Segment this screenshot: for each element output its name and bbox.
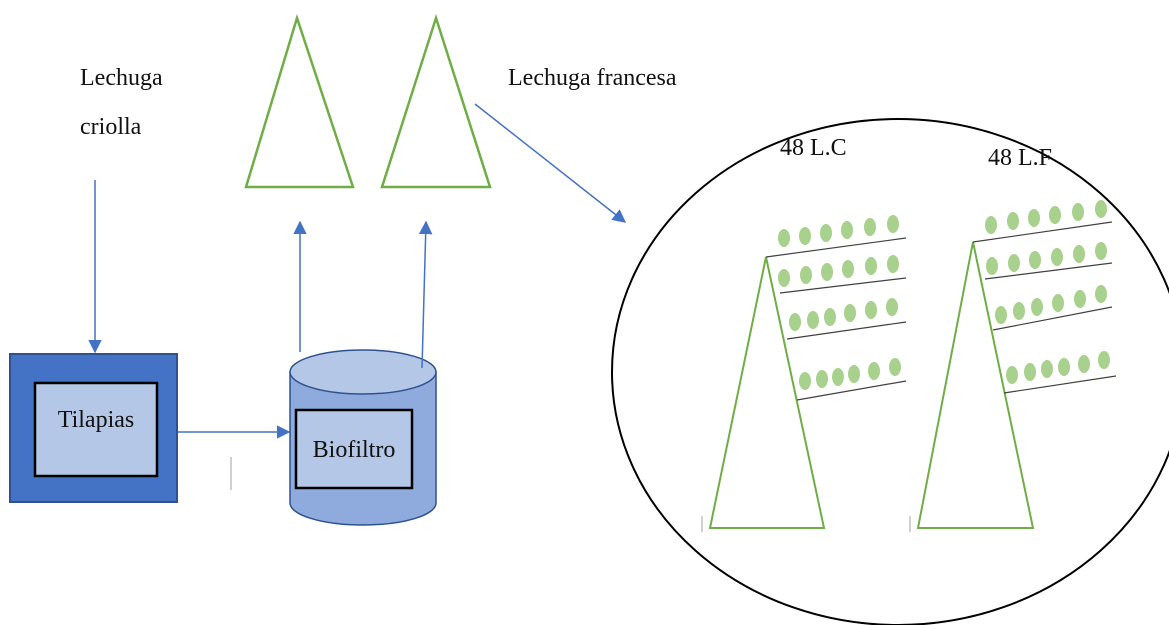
plant [1078, 355, 1090, 373]
plants-lf-row-1 [985, 200, 1107, 234]
plant [1024, 363, 1036, 381]
plant [1051, 248, 1063, 266]
plant [1006, 366, 1018, 384]
plant [821, 263, 833, 281]
label-lechuga-francesa: Lechuga francesa [508, 65, 677, 91]
label-lechuga-criolla-line2: criolla [80, 114, 142, 140]
shelf-lc-4 [796, 380, 907, 401]
tower-lc-triangle [708, 256, 826, 529]
tilapias-label: Tilapias [58, 407, 134, 433]
shelf-lf-3 [992, 306, 1113, 331]
tilapias-tank: Tilapias [9, 353, 178, 503]
tower-lf-triangle [916, 241, 1035, 529]
shelf-lc-1 [765, 237, 907, 258]
plants-lc-row-4 [799, 358, 901, 390]
plant [820, 224, 832, 242]
shelf-lc-3 [786, 321, 907, 340]
plants-lc-row-2 [778, 255, 899, 287]
plant [816, 370, 828, 388]
plant [868, 362, 880, 380]
plant [1098, 351, 1110, 369]
plants-lf-row-2 [986, 242, 1107, 275]
count-lf-label: 48 L.F [988, 145, 1052, 171]
plant [789, 313, 801, 331]
biofiltro-label: Biofiltro [313, 437, 396, 463]
plant [799, 372, 811, 390]
plant [844, 304, 856, 322]
plant [1031, 298, 1043, 316]
plants-lf-row-3 [995, 285, 1107, 324]
plant [865, 301, 877, 319]
count-lc-label: 48 L.C [780, 135, 847, 161]
plant [1073, 245, 1085, 263]
arrow-to-detail-circle [474, 103, 627, 223]
plant [832, 368, 844, 386]
shelf-lf-4 [1003, 375, 1117, 394]
plant [1029, 251, 1041, 269]
arrow-biofiltro-to-triangle-right [418, 220, 433, 369]
plant [1008, 254, 1020, 272]
tower-lc [701, 215, 907, 532]
label-lechuga-criolla-line1: Lechuga [80, 65, 163, 91]
plant [1041, 360, 1053, 378]
tower-triangle-right [380, 13, 492, 189]
shelf-lf-2 [984, 262, 1113, 280]
plant [1095, 200, 1107, 218]
plant [887, 255, 899, 273]
plant [778, 229, 790, 247]
biofiltro-inner [294, 408, 414, 490]
tower-lf [909, 200, 1117, 532]
plants-lc-row-3 [789, 298, 898, 331]
plant [1052, 294, 1064, 312]
plant [986, 257, 998, 275]
plant [799, 227, 811, 245]
biofiltro-cylinder: Biofiltro [289, 349, 437, 526]
detail-circle: 48 L.C 48 L.F [611, 118, 1169, 625]
plant [889, 358, 901, 376]
plant [778, 269, 790, 287]
plant [865, 257, 877, 275]
plants-lf-row-4 [1006, 351, 1110, 384]
plant [1028, 209, 1040, 227]
plant [1058, 358, 1070, 376]
plant [800, 266, 812, 284]
plant [1007, 212, 1019, 230]
plant [864, 218, 876, 236]
plant [842, 260, 854, 278]
biofiltro-top [289, 349, 437, 395]
plants-lc-row-1 [778, 215, 899, 247]
tower-triangle-left [244, 13, 355, 189]
plant [841, 221, 853, 239]
plant [1074, 290, 1086, 308]
plant [1072, 203, 1084, 221]
plant [985, 216, 997, 234]
shelf-lf-1 [972, 221, 1113, 243]
plant [1095, 285, 1107, 303]
plant [1013, 302, 1025, 320]
plant [1095, 242, 1107, 260]
plant [887, 215, 899, 233]
tilapias-tank-inner [33, 381, 159, 478]
plant [807, 311, 819, 329]
plant [886, 298, 898, 316]
shelf-lc-2 [779, 277, 907, 294]
plant [995, 306, 1007, 324]
plant [1049, 206, 1061, 224]
plant [848, 365, 860, 383]
plant [824, 308, 836, 326]
